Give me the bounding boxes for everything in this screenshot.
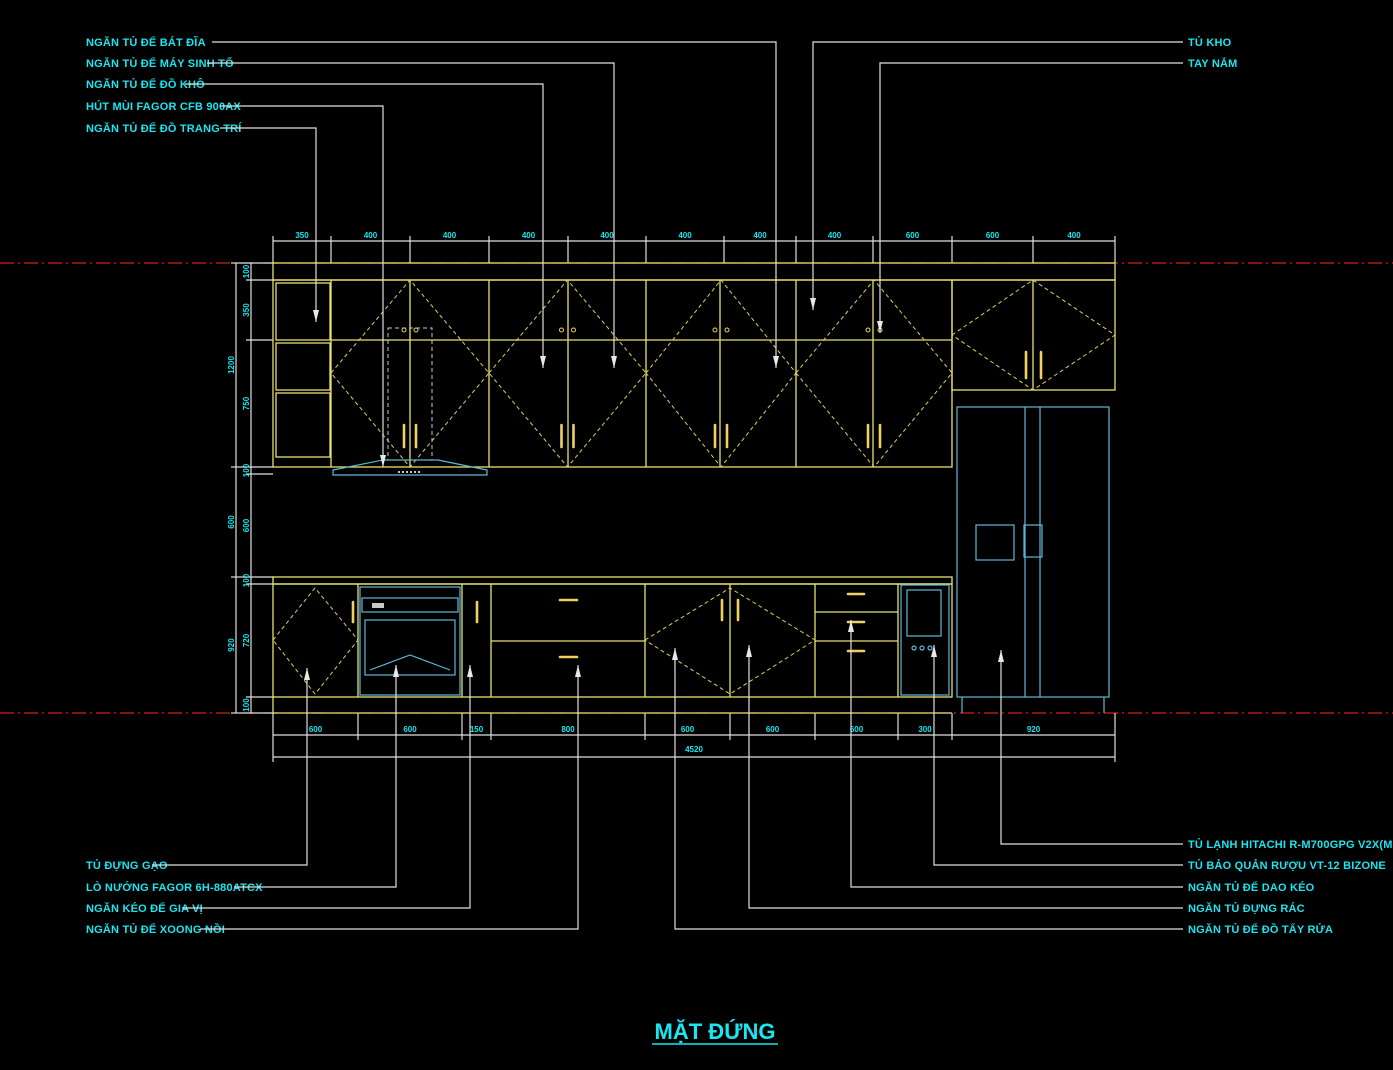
open-shelf xyxy=(275,282,331,341)
arrow-icon xyxy=(810,298,816,310)
leader-line xyxy=(182,665,471,909)
callout-label: NGĂN TỦ ĐỂ ĐỒ TRANG TRÍ xyxy=(86,122,242,135)
dimension-left-total: 600 xyxy=(227,515,236,529)
dimension-left: 100 xyxy=(242,698,251,712)
open-shelf xyxy=(275,392,331,458)
leader-line xyxy=(879,62,1183,333)
arrow-icon xyxy=(467,665,473,677)
arrow-icon xyxy=(393,665,399,677)
callout-label: HÚT MÙI FAGOR CFB 900AX xyxy=(86,100,241,113)
dimension-top: 400 xyxy=(600,231,614,240)
leader-line xyxy=(234,665,397,888)
dimension-left: 600 xyxy=(242,518,251,532)
dimension-top: 600 xyxy=(986,231,1000,240)
callout-label: NGĂN TỦ ĐỂ MÁY SINH TỐ xyxy=(86,56,234,70)
leader-line xyxy=(212,41,777,368)
dimension-bottom: 600 xyxy=(309,725,323,734)
callout-label: NGĂN TỦ ĐỂ DAO KÉO xyxy=(1188,881,1315,894)
arrow-icon xyxy=(848,620,854,632)
upper-cabinets xyxy=(272,262,1116,468)
dimension-bottom: 920 xyxy=(1027,725,1041,734)
dimension-bottom: 300 xyxy=(918,725,932,734)
dimension-top: 400 xyxy=(522,231,536,240)
arrow-icon xyxy=(672,648,678,660)
arrow-icon xyxy=(313,310,319,322)
callout-label: NGĂN TỦ ĐỂ XOONG NỒI xyxy=(86,923,225,936)
dimension-bottom: 600 xyxy=(850,725,864,734)
callout-label: NGĂN TỦ ĐỂ BÁT ĐĨA xyxy=(86,36,206,49)
arrow-icon xyxy=(540,356,546,368)
dimension-left: 350 xyxy=(242,303,251,317)
leader-line xyxy=(812,41,1183,310)
dimension-left: 750 xyxy=(242,396,251,410)
open-shelf xyxy=(275,342,331,391)
countertop xyxy=(272,576,953,585)
wine-cooler xyxy=(900,584,950,696)
leader-line xyxy=(748,645,1183,909)
callout-label: LÒ NƯỚNG FAGOR 6H-880ATCX xyxy=(86,881,263,894)
refrigerator xyxy=(956,406,1110,713)
drawing-title: MẶT ĐỨNG xyxy=(655,1019,776,1044)
callout-label: NGĂN TỦ ĐỂ ĐỒ KHÔ xyxy=(86,78,205,91)
dimension-total: 4520 xyxy=(685,745,703,754)
leader-line xyxy=(674,648,1183,930)
dimension-left: 100 xyxy=(242,463,251,477)
dimension-left: 100 xyxy=(242,264,251,278)
arrow-icon xyxy=(998,650,1004,662)
leader-lines: NGĂN TỦ ĐỂ BÁT ĐĨA NGĂN TỦ ĐỂ MÁY SINH TỐ… xyxy=(86,36,1393,936)
callout-label: TỦ BẢO QUẢN RƯỢU VT-12 BIZONE xyxy=(1188,859,1386,872)
range-hood xyxy=(332,327,488,476)
arrow-icon xyxy=(773,356,779,368)
leader-line xyxy=(152,668,308,866)
leader-line xyxy=(185,83,544,368)
dimension-top: 400 xyxy=(678,231,692,240)
dimension-top: 400 xyxy=(364,231,378,240)
leader-line xyxy=(220,127,317,322)
dimension-top: 600 xyxy=(906,231,920,240)
callout-label: NGĂN KÉO ĐỂ GIA VỊ xyxy=(86,902,203,915)
leader-line xyxy=(1000,650,1183,845)
oven xyxy=(359,586,461,696)
dimension-bottom: 600 xyxy=(403,725,417,734)
dimension-left-total: 1200 xyxy=(227,356,236,374)
dimension-left-total: 920 xyxy=(227,638,236,652)
door-swing-marker xyxy=(795,279,953,468)
callout-label: TAY NẮM xyxy=(1188,57,1237,70)
arrow-icon xyxy=(611,356,617,368)
dimension-top: 400 xyxy=(1067,231,1081,240)
dimension-top: 400 xyxy=(753,231,767,240)
dimension-top: 400 xyxy=(443,231,457,240)
arrow-icon xyxy=(380,455,386,467)
door-swing-marker xyxy=(645,279,797,468)
callout-label: TỦ LẠNH HITACHI R-M700GPG V2X(MBW) xyxy=(1188,838,1393,851)
dimension-top: 400 xyxy=(828,231,842,240)
water-dispenser xyxy=(975,524,1015,561)
callout-label: TỦ KHO xyxy=(1188,36,1232,49)
callout-label: NGĂN TỦ ĐỂ ĐỒ TẨY RỬA xyxy=(1188,923,1333,936)
arrow-icon xyxy=(575,665,581,677)
arrow-icon xyxy=(304,668,310,680)
door-swing-marker xyxy=(330,279,490,468)
dimension-lines: 350 400 400 400 400 400 400 400 600 600 400 600 600 1… xyxy=(227,231,1116,762)
leader-line xyxy=(200,665,579,930)
dimension-left: 720 xyxy=(242,633,251,647)
callout-label: TỦ ĐỰNG GẠO xyxy=(86,859,168,872)
door-swing-marker xyxy=(488,279,647,468)
dimension-bottom: 600 xyxy=(681,725,695,734)
arrow-icon xyxy=(746,645,752,657)
leader-line xyxy=(207,62,615,368)
callout-label: NGĂN TỦ ĐỰNG RÁC xyxy=(1188,902,1305,915)
dimension-bottom: 800 xyxy=(561,725,575,734)
dimension-left: 100 xyxy=(242,573,251,587)
leader-line xyxy=(220,105,384,467)
leader-line xyxy=(933,645,1183,866)
arrow-icon xyxy=(877,321,883,333)
dimension-bottom: 600 xyxy=(766,725,780,734)
arrow-icon xyxy=(931,645,937,657)
dimension-top: 350 xyxy=(295,231,309,240)
dimension-bottom: 150 xyxy=(470,725,484,734)
leader-line xyxy=(850,620,1183,888)
lower-cabinets xyxy=(272,576,953,714)
